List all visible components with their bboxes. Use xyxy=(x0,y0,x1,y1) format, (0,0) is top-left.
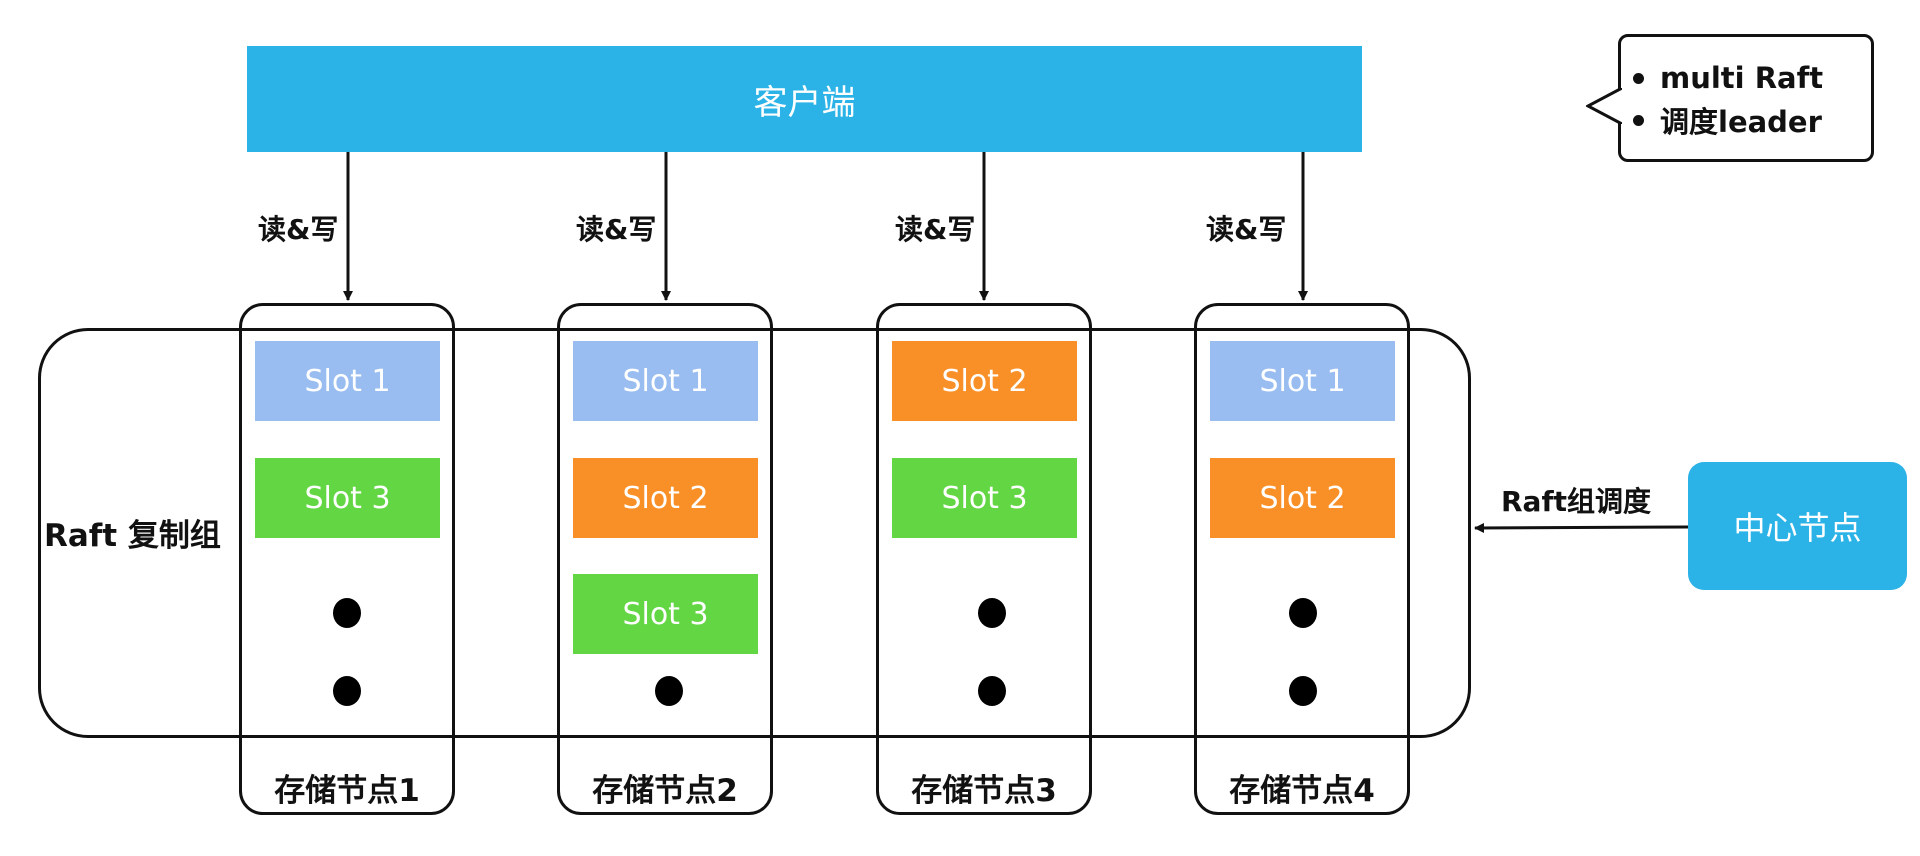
schedule-arrow xyxy=(1474,522,1689,533)
storage-node-3 xyxy=(876,303,1092,815)
slot-block: Slot 2 xyxy=(1210,458,1395,538)
slot-block: Slot 3 xyxy=(255,458,440,538)
storage-node-label-3: 存储节点3 xyxy=(911,773,1057,809)
callout-item: multi Raft xyxy=(1633,57,1871,99)
center-node-label: 中心节点 xyxy=(1733,509,1862,547)
slot-label: Slot 3 xyxy=(304,480,391,516)
slot-block: Slot 2 xyxy=(892,341,1077,421)
storage-node-1 xyxy=(239,303,455,815)
client-bar: 客户端 xyxy=(247,46,1362,152)
callout-item-label: 调度leader xyxy=(1660,105,1822,139)
slot-label: Slot 3 xyxy=(622,596,709,632)
ellipsis-dot xyxy=(333,676,361,706)
slot-label: Slot 1 xyxy=(622,363,709,399)
storage-node-2 xyxy=(557,303,773,815)
slot-label: Slot 2 xyxy=(1259,480,1346,516)
callout-pointer xyxy=(1586,88,1622,124)
bullet-icon xyxy=(1633,114,1644,126)
rw-label-4: 读&写 xyxy=(1206,213,1287,246)
slot-label: Slot 1 xyxy=(1259,363,1346,399)
ellipsis-dot xyxy=(1289,676,1317,706)
slot-label: Slot 2 xyxy=(941,363,1028,399)
slot-block: Slot 1 xyxy=(1210,341,1395,421)
storage-node-label-2: 存储节点2 xyxy=(592,773,738,809)
ellipsis-dot xyxy=(333,598,361,628)
ellipsis-dot xyxy=(1289,598,1317,628)
callout-item-label: multi Raft xyxy=(1660,61,1824,95)
callout-item: 调度leader xyxy=(1633,99,1871,141)
rw-label-3: 读&写 xyxy=(895,213,976,246)
slot-label: Slot 1 xyxy=(304,363,391,399)
raft-group-label: Raft 复制组 xyxy=(44,518,221,554)
slot-block: Slot 3 xyxy=(892,458,1077,538)
schedule-label: Raft组调度 xyxy=(1501,485,1652,518)
slot-label: Slot 2 xyxy=(622,480,709,516)
storage-node-4 xyxy=(1194,303,1410,815)
storage-node-label-4: 存储节点4 xyxy=(1229,773,1375,809)
slot-block: Slot 2 xyxy=(573,458,758,538)
storage-node-label-1: 存储节点1 xyxy=(274,773,420,809)
slot-label: Slot 3 xyxy=(941,480,1028,516)
slot-block: Slot 1 xyxy=(255,341,440,421)
rw-label-2: 读&写 xyxy=(576,213,657,246)
raft-group-frame xyxy=(38,328,1471,738)
ellipsis-dot xyxy=(978,598,1006,628)
rw-label-1: 读&写 xyxy=(258,213,339,246)
ellipsis-dot xyxy=(978,676,1006,706)
slot-block: Slot 1 xyxy=(573,341,758,421)
ellipsis-dot xyxy=(655,676,683,706)
client-label: 客户端 xyxy=(753,82,856,123)
callout-note: multi Raft 调度leader xyxy=(1618,34,1874,162)
bullet-icon xyxy=(1633,72,1644,84)
center-node: 中心节点 xyxy=(1688,462,1907,590)
slot-block: Slot 3 xyxy=(573,574,758,654)
